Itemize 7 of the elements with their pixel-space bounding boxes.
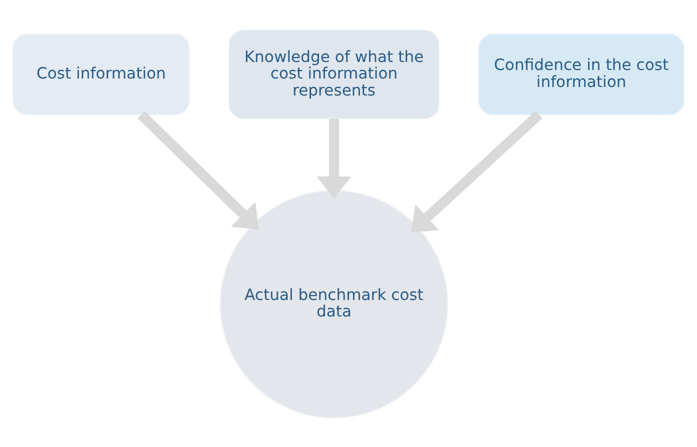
arrow [316,118,352,198]
node-box: Cost information [12,33,190,115]
arrow [410,110,542,232]
node-circle: Actual benchmark cost data [220,190,448,418]
node-box: Knowledge of what the cost information represents [228,29,440,119]
arrow [138,110,259,230]
node-box: Confidence in the cost information [478,33,684,115]
